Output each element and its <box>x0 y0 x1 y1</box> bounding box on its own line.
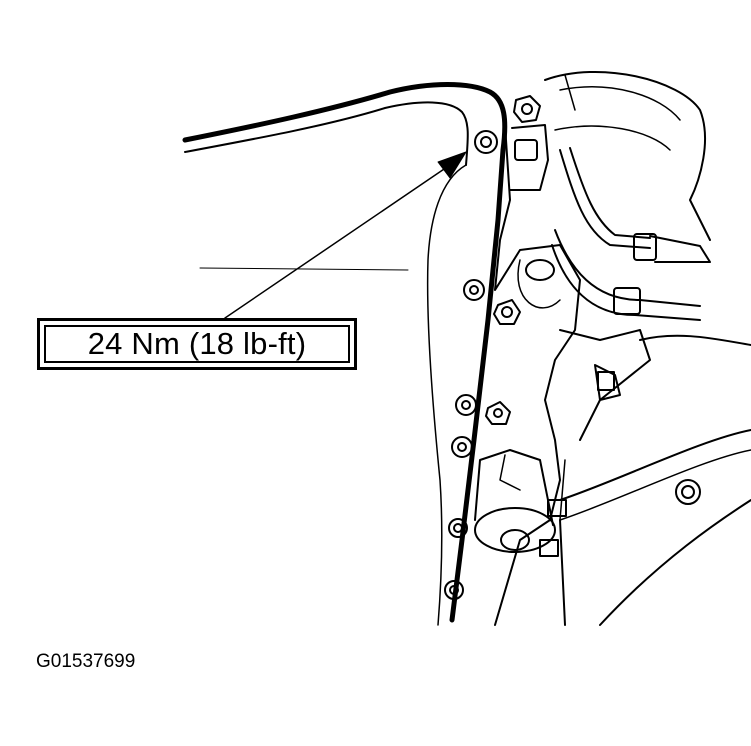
flange-bolts <box>444 130 498 600</box>
figure-id: G01537699 <box>36 651 136 672</box>
oil-filter-boss <box>474 507 556 553</box>
tube-lower <box>554 229 701 307</box>
torque-callout-box: 24 Nm (18 lb-ft) <box>37 318 357 370</box>
engine-block-bolts <box>485 95 701 505</box>
upper-housing <box>544 70 711 241</box>
oil-pan-flange-inner <box>184 101 469 166</box>
bolt-4 <box>451 436 473 458</box>
transmission-housing <box>639 334 751 346</box>
bolt-6 <box>444 580 464 600</box>
oil-pan-gasket-edge <box>182 82 508 623</box>
bolt-5 <box>448 518 468 538</box>
leader-line <box>224 164 451 319</box>
oil-pan-side-wall <box>426 164 467 626</box>
tube-upper <box>559 149 651 249</box>
torque-label: 24 Nm (18 lb-ft) <box>87 326 307 361</box>
leader-arrowhead <box>437 151 467 179</box>
reference-line <box>199 267 409 271</box>
engine-block-outline <box>494 124 581 626</box>
bolt-2 <box>463 279 485 301</box>
bolt-3 <box>455 394 477 416</box>
bracket <box>559 329 651 441</box>
torque-callout-inner: 24 Nm (18 lb-ft) <box>44 325 350 363</box>
bolt-1 <box>474 130 498 154</box>
